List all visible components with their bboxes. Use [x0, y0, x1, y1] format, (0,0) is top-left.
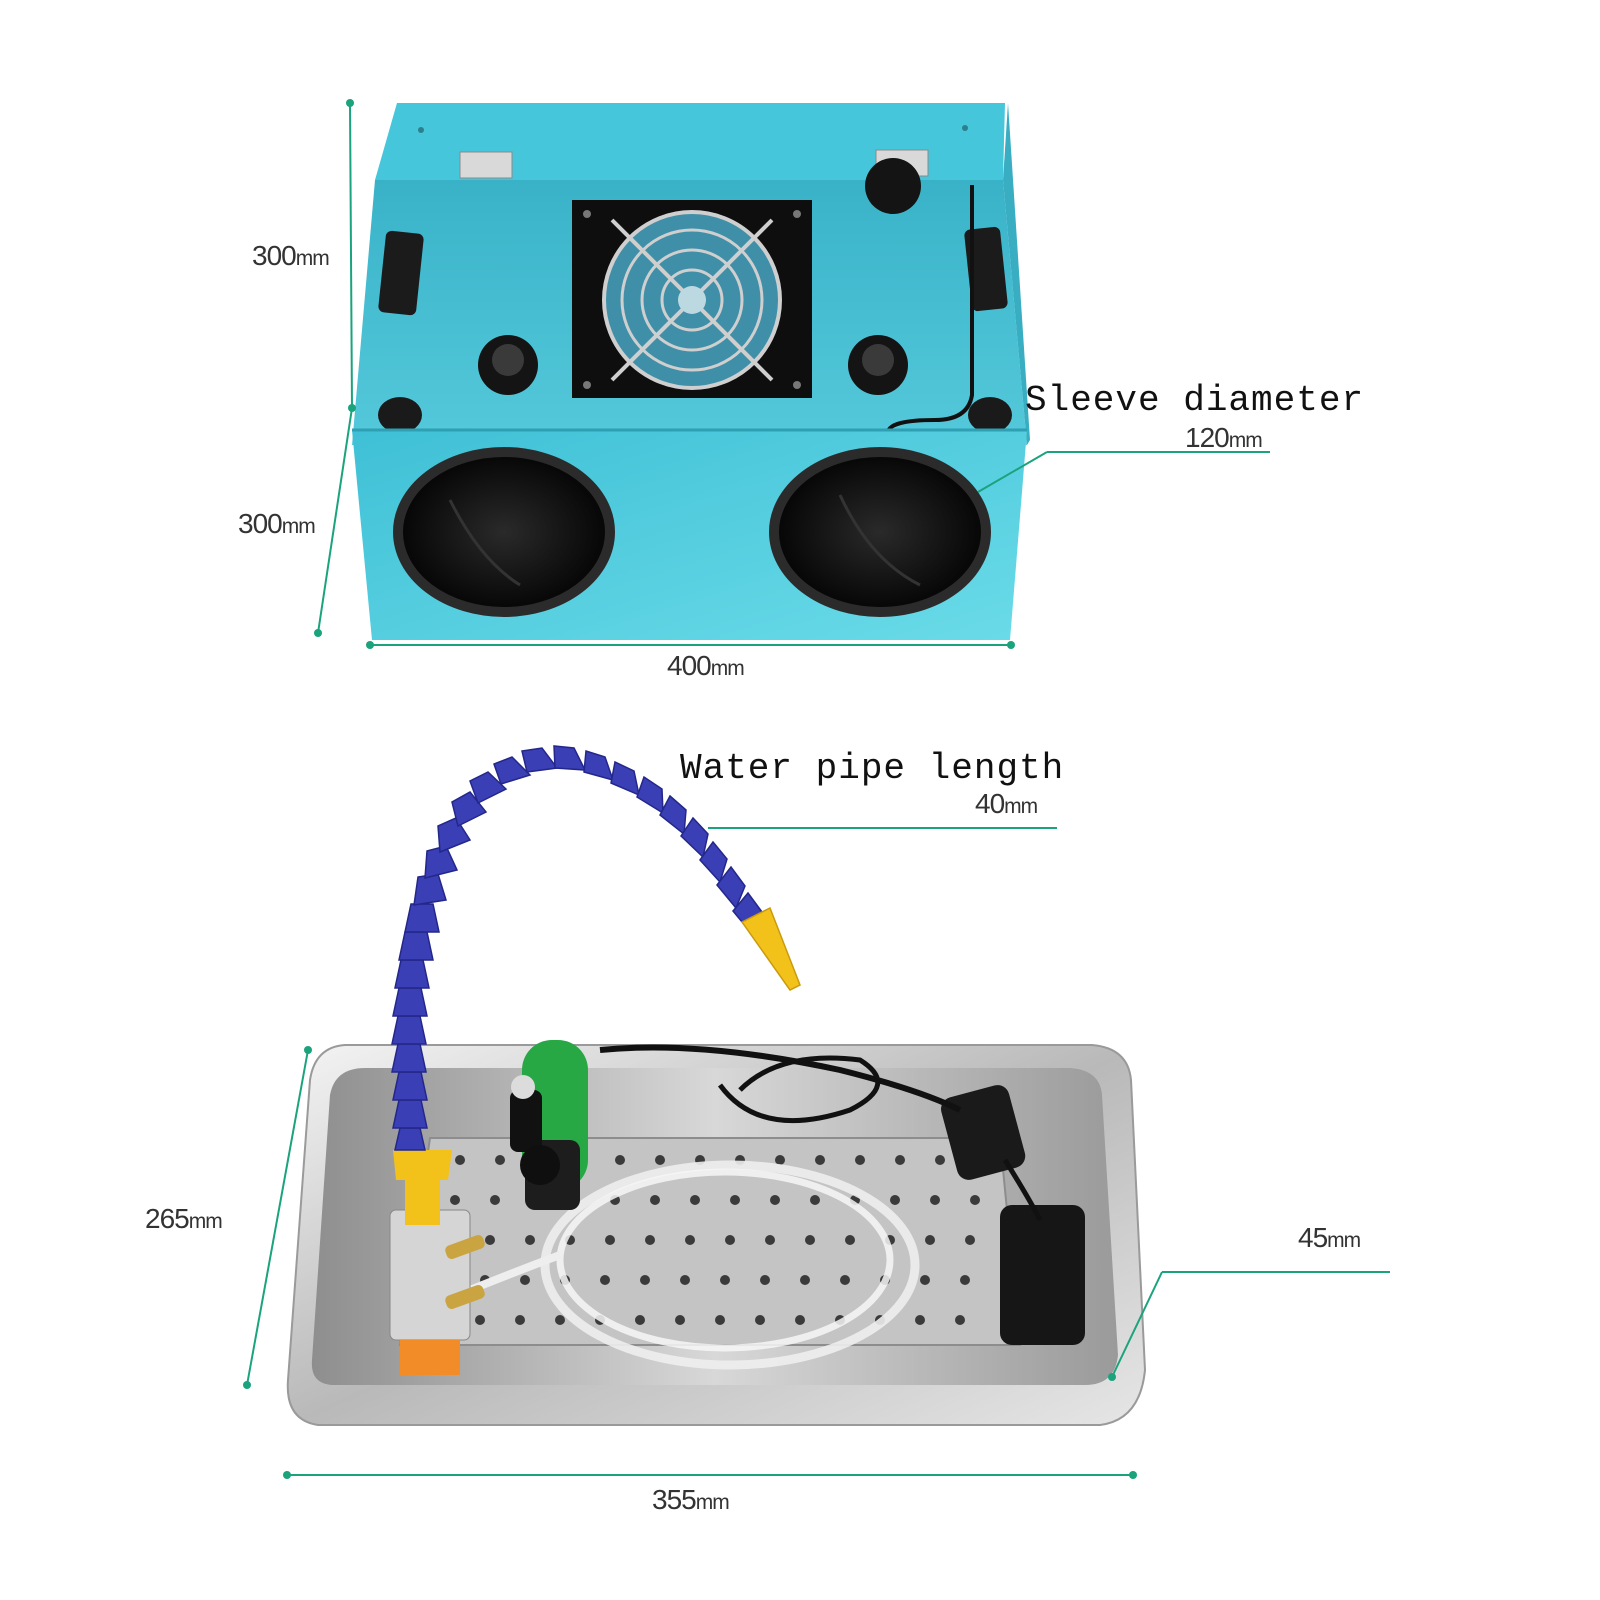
power-adapter: [1000, 1205, 1085, 1345]
sleeve-right: [769, 447, 991, 617]
dim-unit: mm: [295, 247, 330, 270]
dim-value: 265: [145, 1203, 190, 1234]
dim-value: 120: [1185, 422, 1230, 453]
dim-cabinet-lower-height: 300mm: [238, 508, 316, 540]
nozzle: [740, 906, 801, 991]
water-pipe-length-label: Water pipe length: [680, 748, 1065, 789]
dim-value: 300: [252, 240, 297, 271]
dim-tray-height: 45mm: [1298, 1222, 1361, 1254]
dim-unit: mm: [188, 1210, 223, 1233]
hinge-left: [459, 151, 513, 179]
dim-water-pipe-length: 40mm: [975, 788, 1038, 820]
yellow-fitting: [393, 1150, 452, 1225]
tray-illustration: [286, 1040, 1147, 1426]
dim-value: 300: [238, 508, 283, 539]
dim-unit: mm: [281, 515, 316, 538]
dim-unit: mm: [695, 1491, 730, 1514]
dim-cabinet-width: 400mm: [667, 650, 745, 682]
sleeve-left: [393, 447, 615, 617]
dim-cabinet-upper-height: 300mm: [252, 240, 330, 272]
cabinet-lid: [375, 103, 1005, 180]
dim-tray-width: 355mm: [652, 1484, 730, 1516]
dim-sleeve-diameter: 120mm: [1185, 422, 1263, 454]
dim-value: 40: [975, 788, 1005, 819]
tray-dimension-lines: [243, 827, 1390, 1479]
sleeve-diameter-label: Sleeve diameter: [1025, 380, 1365, 421]
dim-unit: mm: [1327, 1229, 1361, 1252]
dim-tray-depth: 265mm: [145, 1203, 223, 1235]
dim-value: 45: [1298, 1222, 1328, 1253]
cabinet-illustration: [352, 103, 1030, 640]
cabinet-dimension-lines: [314, 99, 1270, 649]
dim-unit: mm: [710, 657, 745, 680]
dim-value: 400: [667, 650, 712, 681]
dim-unit: mm: [1004, 795, 1038, 818]
dim-unit: mm: [1228, 429, 1263, 452]
dim-value: 355: [652, 1484, 697, 1515]
